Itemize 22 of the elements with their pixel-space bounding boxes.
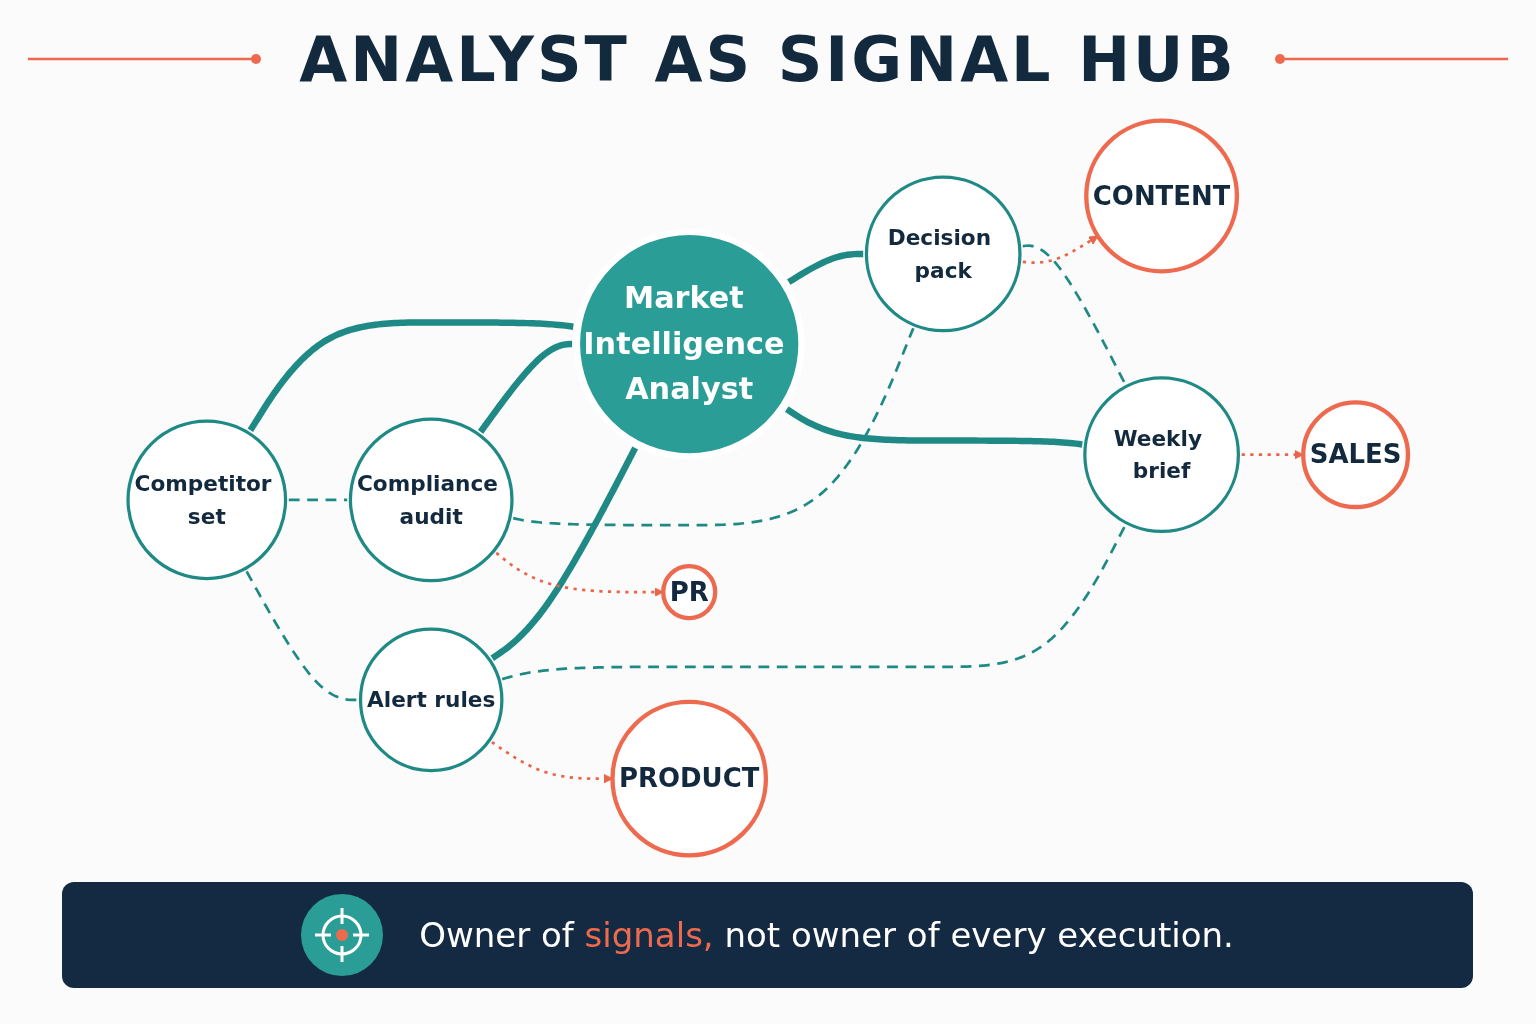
connector-line xyxy=(786,250,864,285)
team-circle: PRODUCT xyxy=(610,699,769,858)
connector-line xyxy=(512,327,915,527)
connector-line xyxy=(247,319,575,433)
connector-line xyxy=(501,525,1127,681)
topic-circle: Alert rules xyxy=(358,627,504,773)
connector-line xyxy=(490,446,639,661)
team-circle: CONTENT xyxy=(1084,118,1240,274)
connector-line xyxy=(784,406,1083,448)
connector-line xyxy=(1022,244,1127,385)
topic-circle: Decision pack xyxy=(864,175,1022,333)
team-circle: SALES xyxy=(1301,400,1411,510)
title: ANALYST AS SIGNAL HUB xyxy=(299,22,1237,96)
arrow xyxy=(1022,235,1099,264)
team-circle: PR xyxy=(661,563,718,621)
topic-circle: Compliance audit xyxy=(348,417,514,583)
caption: Owner of signals, not owner of every execution. xyxy=(419,915,1234,955)
connector-line xyxy=(477,340,574,434)
connector-line xyxy=(245,570,358,702)
connector-line xyxy=(287,498,348,502)
topic-circle: Competitor set xyxy=(126,419,288,581)
topic-circle: Weekly brief xyxy=(1083,376,1240,534)
